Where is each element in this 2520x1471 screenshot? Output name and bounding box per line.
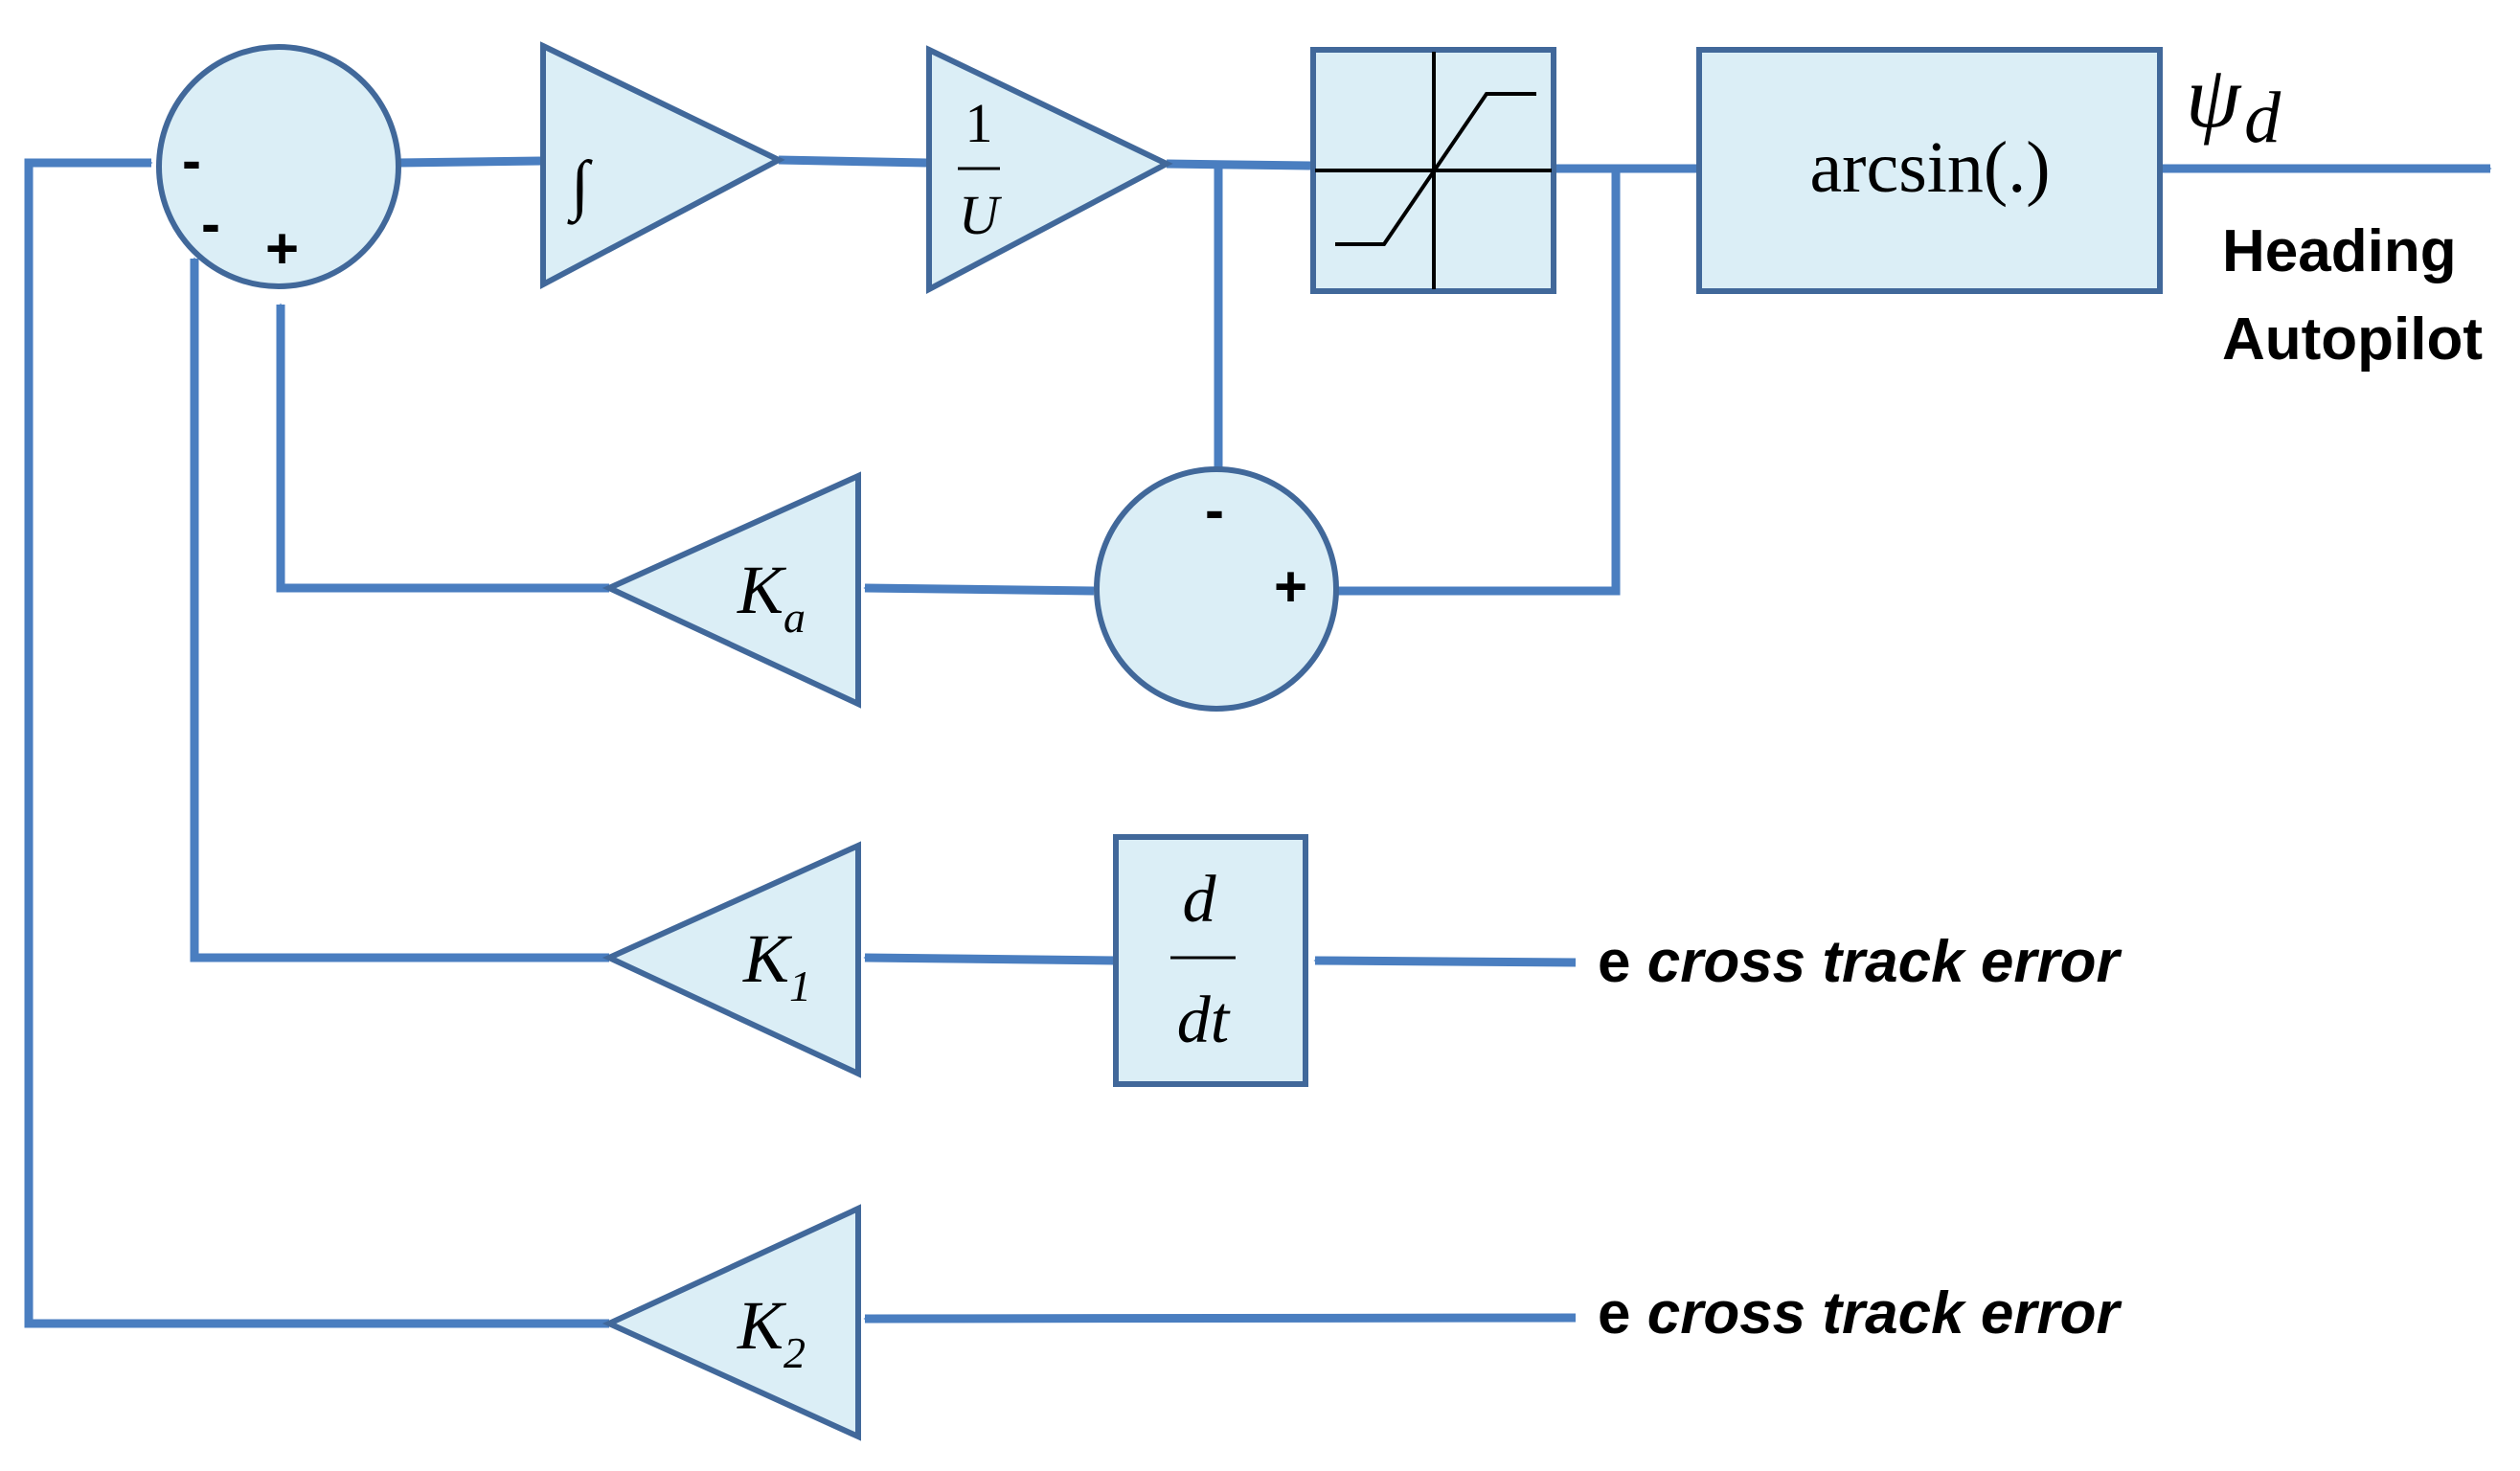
output-heading-label: Heading (2222, 218, 2457, 284)
arcsin-block: arcsin(.) (1696, 47, 2163, 294)
ka-gain-block: Ka (602, 471, 861, 709)
k1-input-label: e cross track error (1598, 929, 2122, 995)
sum-main-sign-left: - (182, 128, 201, 192)
k1-subscript: 1 (789, 962, 811, 1010)
wire-saturation-feedback (1336, 169, 1621, 596)
k2-label: K2 (737, 1287, 806, 1377)
integrator-block: ∫ (540, 41, 785, 289)
integrator-triangle (540, 41, 785, 289)
wire-k2-to-sum-minus (24, 158, 609, 1328)
summing-junction-lower: - + (1094, 466, 1339, 712)
wire-lower-sum-to-ka (863, 583, 1095, 596)
k2-triangle (602, 1204, 861, 1441)
k1-symbol: K (742, 920, 793, 997)
inverse-u-triangle (926, 45, 1173, 294)
derivative-denominator: dt (1177, 984, 1231, 1057)
inverse-u-numerator: 1 (965, 92, 993, 154)
derivative-rect (1113, 834, 1308, 1087)
ka-symbol: K (737, 552, 787, 628)
derivative-numerator: d (1183, 863, 1217, 937)
wire-e-to-derivative (1313, 956, 1577, 967)
derivative-block: d dt (1113, 834, 1308, 1087)
k1-label: K1 (742, 920, 811, 1010)
wire-inverse-u-to-saturation (1166, 159, 1312, 170)
ka-subscript: a (783, 593, 806, 642)
wire-k1-to-sum-minus (190, 257, 609, 962)
sum-lower-sign-right: + (1274, 554, 1307, 619)
sum-lower-sign-top: - (1205, 478, 1224, 542)
wire-sum-to-integrator (397, 156, 543, 168)
signal-wires (24, 155, 2492, 1328)
sum-lower-circle (1094, 466, 1339, 712)
sum-main-sign-bottom: + (265, 216, 299, 281)
k2-input-prefix: e (1598, 1280, 1647, 1347)
k2-input-text: cross track error (1647, 1280, 2123, 1347)
integrator-symbol: ∫ (567, 148, 593, 225)
ka-label: Ka (737, 552, 806, 642)
k2-gain-block: K2 (602, 1204, 861, 1441)
saturation-curve-icon (1335, 92, 1536, 246)
sum-main-circle (156, 44, 401, 289)
output-autopilot-label: Autopilot (2222, 306, 2483, 373)
wire-derivative-to-k1 (863, 953, 1117, 965)
sum-main-sign-lower-left: - (201, 192, 220, 256)
k2-input-label: e cross track error (1598, 1280, 2122, 1347)
arcsin-label: arcsin(.) (1809, 127, 2050, 208)
summing-junction-main: - - + (156, 44, 401, 289)
wire-e-to-k2 (863, 1313, 1577, 1324)
inverse-u-denominator: U (959, 184, 1003, 246)
ka-triangle (602, 471, 861, 709)
saturation-block (1310, 47, 1556, 294)
arcsin-rect (1696, 47, 2163, 294)
k2-subscript: 2 (783, 1328, 806, 1377)
output-psi-subscript: d (2244, 78, 2282, 158)
k2-symbol: K (737, 1287, 787, 1364)
output-symbol: ψd (2186, 48, 2282, 158)
inverse-u-gain-block: 1 U (926, 45, 1173, 294)
k1-input-prefix: e (1598, 929, 1647, 995)
k1-gain-block: K1 (602, 841, 861, 1078)
k1-triangle (602, 841, 861, 1078)
input-labels: e cross track error e cross track error (1598, 929, 2122, 1347)
k1-input-text: cross track error (1647, 929, 2123, 995)
output-psi: ψ (2186, 48, 2242, 146)
wire-integrator-to-inverse-u (778, 155, 929, 168)
output-labels: ψd Heading Autopilot (2186, 48, 2483, 373)
wire-ka-to-sum-plus (276, 303, 609, 593)
